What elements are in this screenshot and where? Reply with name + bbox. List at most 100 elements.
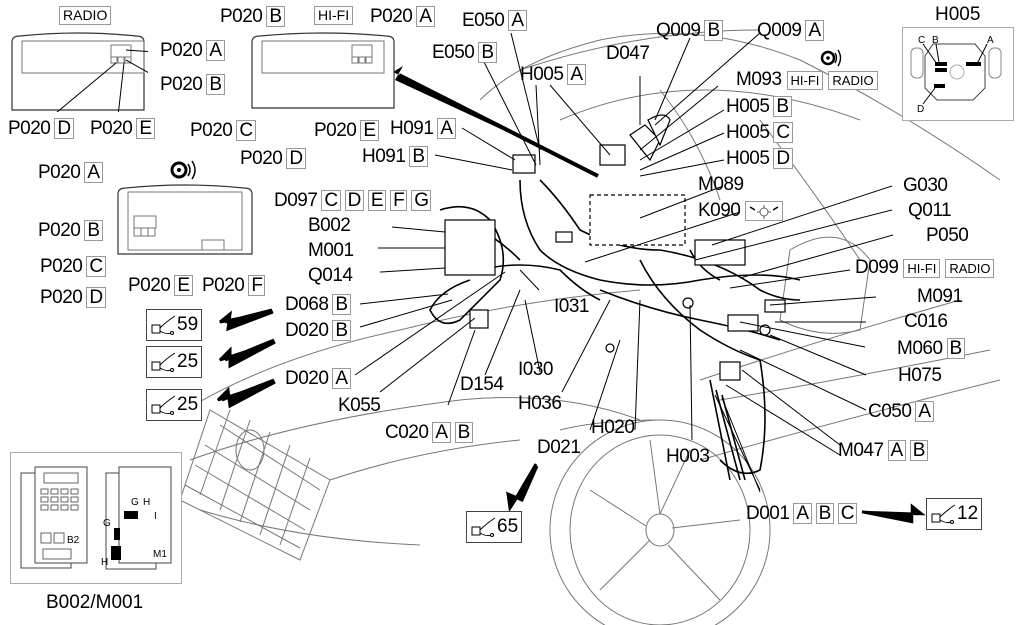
page-reference-59[interactable]: 59 <box>146 309 203 341</box>
label-code: H005 <box>726 95 770 117</box>
label-code: P020 <box>202 274 245 296</box>
label-d047: D047 <box>606 44 650 64</box>
label-box: E <box>136 118 155 139</box>
label-code: P020 <box>160 73 203 95</box>
label-h003: H003 <box>666 447 710 467</box>
label-code: M001 <box>308 240 354 261</box>
label-box: F <box>390 190 408 211</box>
label-code: H020 <box>591 417 635 438</box>
reference-page: 65 <box>497 516 519 537</box>
h005-inset-title: H005 <box>935 4 981 25</box>
label-box: A <box>416 6 435 27</box>
label-q014: Q014 <box>308 266 353 286</box>
label-box: B <box>946 338 965 359</box>
label-box: B <box>409 146 428 167</box>
reference-page: 59 <box>177 314 199 335</box>
label-i030: I030 <box>518 360 553 380</box>
page-reference-65[interactable]: 65 <box>466 511 523 543</box>
label-b002: B002 <box>308 216 351 236</box>
b002-m001-inset-title: B002/M001 <box>46 592 144 613</box>
label-box: B <box>478 42 497 63</box>
page-reference-25[interactable]: 25 <box>146 389 203 421</box>
label-code: D099 <box>855 257 899 278</box>
label-k090: K090 <box>698 201 784 221</box>
hifi-tag: HI-FI <box>786 70 824 90</box>
label-box: A <box>84 162 103 183</box>
label-box: C <box>321 190 341 211</box>
page-reference-25[interactable]: 25 <box>146 346 203 378</box>
connector-icon <box>151 352 176 372</box>
label-code: Q011 <box>908 200 952 221</box>
label-code: P020 <box>38 219 81 241</box>
pin-c: C <box>918 35 925 46</box>
label-code: P020 <box>40 255 83 277</box>
label-box: A <box>567 64 586 85</box>
label-box: C <box>773 122 793 143</box>
label-code: M060 <box>897 337 943 359</box>
radio-tag: RADIO <box>828 70 878 90</box>
label-box: A <box>915 401 934 422</box>
module-m1: M1 <box>153 549 167 560</box>
label-m001: M001 <box>308 241 354 261</box>
label-box: A <box>887 440 906 461</box>
label-m091: M091 <box>917 287 963 307</box>
label-code: P020 <box>370 5 413 27</box>
reference-page: 25 <box>177 394 199 415</box>
label-p050: P050 <box>926 225 969 246</box>
label-code: C050 <box>868 400 912 422</box>
label-box: B <box>84 220 103 241</box>
label-code: D021 <box>537 437 581 458</box>
label-code: H091 <box>362 145 406 167</box>
label-code: M089 <box>698 174 744 195</box>
label-code: P020 <box>8 117 51 139</box>
label-box: A <box>793 503 812 524</box>
page-reference-12[interactable]: 12 <box>926 498 983 530</box>
label-k055: K055 <box>338 396 381 416</box>
label-g030: G030 <box>903 176 948 196</box>
label-box: B <box>332 320 351 341</box>
label-d021: D021 <box>537 437 581 458</box>
label-code: C016 <box>904 311 948 332</box>
label-code: D020 <box>285 319 329 341</box>
svg-text:I: I <box>154 511 157 522</box>
connector-icon <box>471 517 496 537</box>
label-h020: H020 <box>591 417 635 438</box>
b002-m001-fusebox-drawing: B2 M1 G H I G H <box>10 452 182 584</box>
module-b2: B2 <box>67 535 80 546</box>
label-code: P050 <box>926 225 969 246</box>
label-code: D068 <box>285 293 329 315</box>
label-code: C020 <box>385 421 429 443</box>
label-code: D001 <box>746 502 790 524</box>
label-code: I031 <box>554 296 589 317</box>
signal-icon <box>170 160 196 180</box>
label-code: P020 <box>190 119 233 141</box>
nav-unit-drawing <box>117 160 253 255</box>
label-box: D <box>773 148 793 169</box>
label-q011: Q011 <box>908 200 952 221</box>
label-code: P020 <box>38 161 81 183</box>
label-box: E <box>367 190 387 211</box>
hifi-tag: HI-FI <box>314 6 354 25</box>
label-box: F <box>248 275 266 296</box>
pin-b: B <box>932 35 939 46</box>
label-box: C <box>86 256 106 277</box>
label-box: A <box>432 422 451 443</box>
reference-page: 12 <box>957 503 979 524</box>
